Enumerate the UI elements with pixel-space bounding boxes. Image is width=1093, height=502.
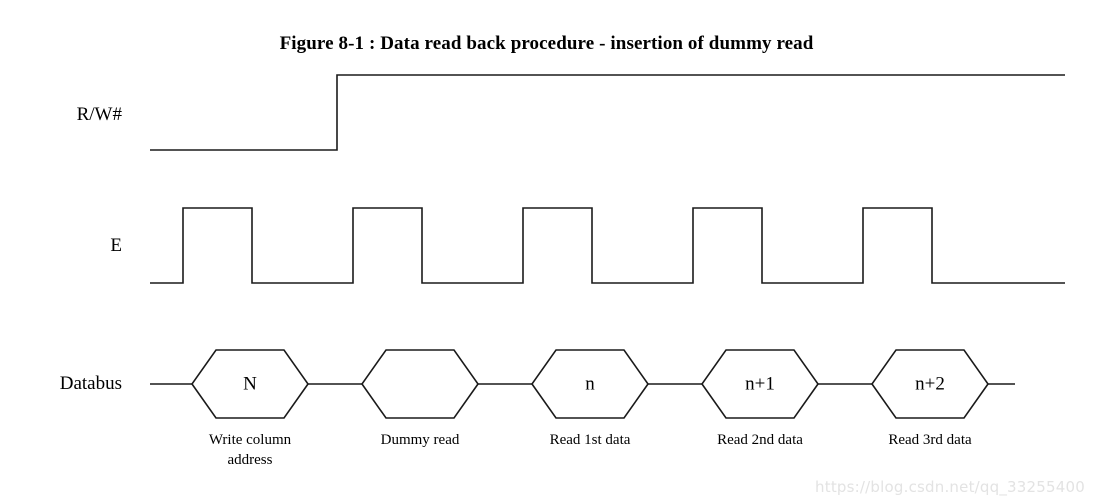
databus-packet-caption: Read 1st data — [549, 432, 631, 448]
signal-label-rw: R/W# — [76, 104, 122, 125]
waveform-trace-rw — [150, 74, 1065, 151]
databus-packet-outline-top — [531, 349, 649, 385]
databus-packet-outline-bottom — [701, 383, 819, 419]
databus-packet-caption: Dummy read — [380, 432, 460, 448]
databus-packet-outline-bottom — [361, 383, 479, 419]
databus-packet-caption: Write column address — [208, 432, 292, 468]
watermark-text: https://blog.csdn.net/qq_33255400 — [815, 478, 1085, 496]
databus-packet-outline-bottom — [531, 383, 649, 419]
databus-packet-caption: Read 2nd data — [717, 432, 803, 448]
databus-packet-outline-top — [871, 349, 989, 385]
signal-label-databus: Databus — [59, 373, 122, 394]
waveform-trace-e — [150, 207, 1065, 284]
databus-packet-value: n+1 — [745, 373, 775, 394]
databus-packet-value: N — [243, 373, 257, 394]
page-title: Figure 8-1 : Data read back procedure - … — [279, 33, 814, 54]
databus-packet-caption: Read 3rd data — [888, 432, 972, 448]
rw-signal-line — [150, 74, 1065, 151]
signal-label-e: E — [110, 235, 122, 256]
databus-packet-outline-top — [361, 349, 479, 385]
databus-packet-outline-top — [191, 349, 309, 385]
e-clock-line — [150, 207, 1065, 284]
databus-packet-outline-bottom — [871, 383, 989, 419]
databus-packet-outline-bottom — [191, 383, 309, 419]
databus-packet-value: n+2 — [915, 373, 945, 394]
databus-packet-value: n — [585, 373, 595, 394]
databus-packet-outline-top — [701, 349, 819, 385]
